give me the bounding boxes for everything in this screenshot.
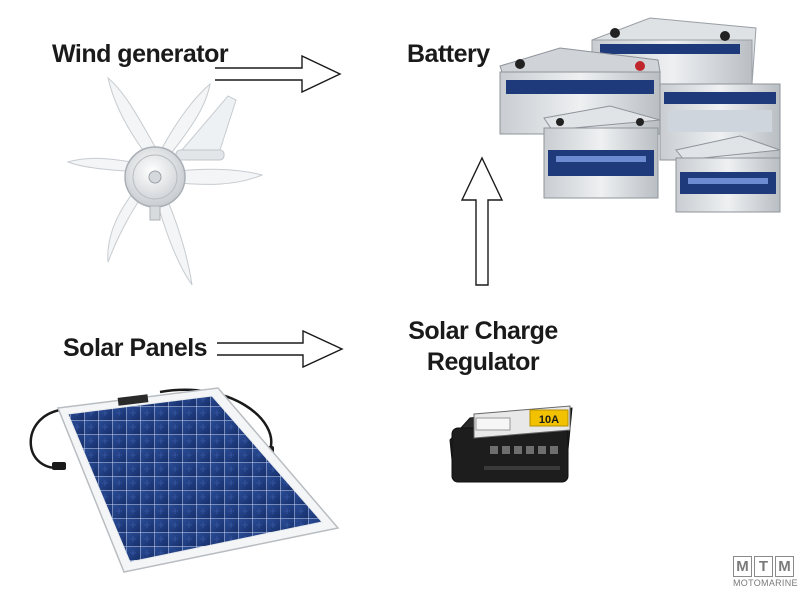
solar-panels-label: Solar Panels (63, 334, 208, 362)
regulator-label-line2: Regulator (426, 348, 540, 376)
arrow-regulator-to-battery (460, 156, 504, 286)
logo-letter: M (775, 556, 794, 577)
solar-panel-image (29, 387, 340, 573)
arrow-wind-to-battery (215, 54, 342, 94)
wind-generator-label: Wind generator (52, 40, 229, 68)
charge-regulator-image: 10A (449, 405, 573, 483)
logo-subtitle: MOTOMARINE (733, 578, 798, 588)
logo-letter: T (754, 556, 773, 577)
logo-letter: M (733, 556, 752, 577)
regulator-rating-text: 10A (539, 414, 559, 426)
regulator-label-line1: Solar Charge (408, 317, 558, 345)
battery-label: Battery (407, 40, 490, 68)
battery-bank-image (499, 17, 781, 213)
arrow-solar-to-regulator (217, 329, 344, 369)
solar-charge-regulator-label: Solar Charge Regulator (398, 316, 568, 378)
wind-generator-image (66, 76, 264, 286)
